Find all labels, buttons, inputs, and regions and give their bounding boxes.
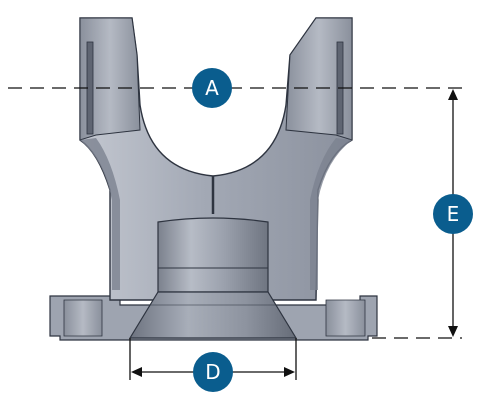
dimension-e-arrow-top — [448, 89, 458, 100]
badge-e: E — [433, 194, 473, 234]
badge-d-label: D — [205, 360, 220, 384]
right-flange-pocket — [325, 299, 366, 337]
right-ear — [285, 17, 353, 141]
right-side-fillet — [310, 138, 352, 290]
badge-a-label: A — [205, 76, 219, 100]
dimension-d-arrow-left — [131, 367, 142, 377]
left-flange-pocket — [63, 299, 103, 337]
dimension-e-arrow-bottom — [448, 326, 458, 337]
bore-cone — [128, 291, 298, 339]
left-side-fillet — [80, 138, 120, 290]
dimension-d-arrow-right — [284, 367, 295, 377]
badge-a: A — [192, 68, 232, 108]
badge-e-label: E — [447, 202, 460, 226]
badge-d: D — [193, 352, 233, 392]
bore-cylinder — [157, 217, 269, 293]
